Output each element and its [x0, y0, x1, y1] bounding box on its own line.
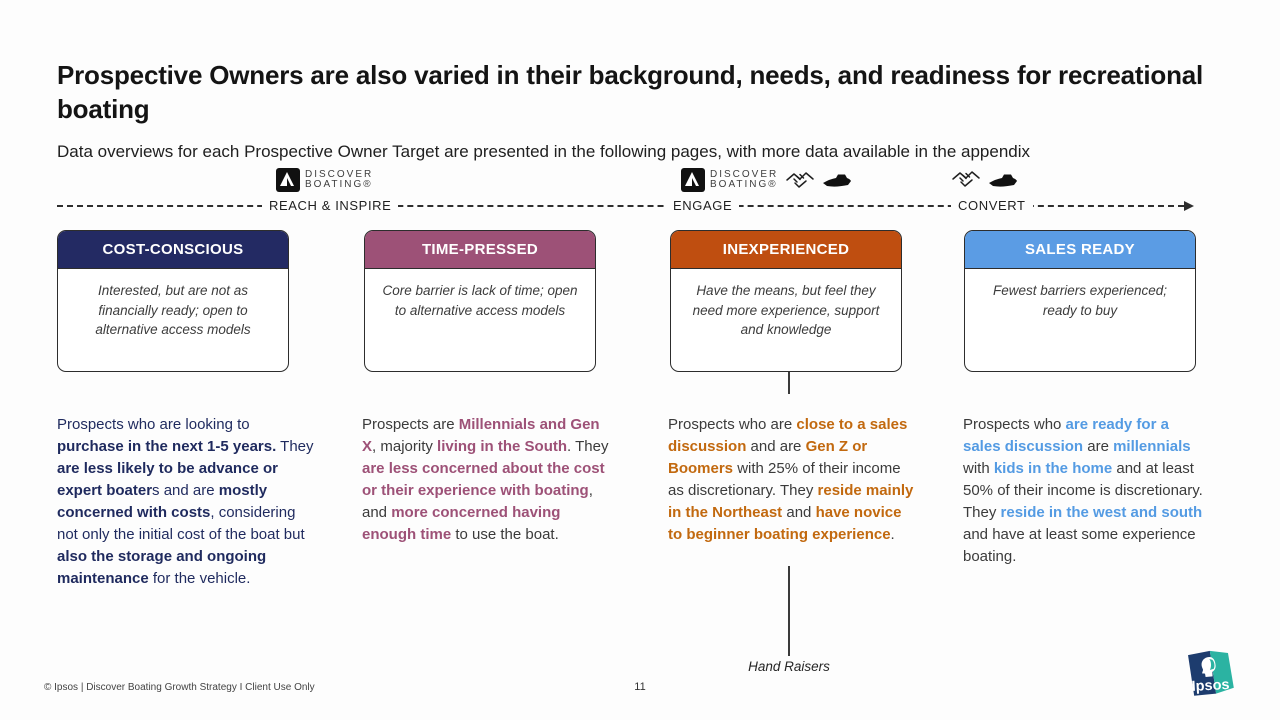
page-subtitle: Data overviews for each Prospective Owne…: [57, 142, 1031, 161]
discover-boating-mark-icon: [276, 168, 300, 192]
discover-boating-mark-icon: [681, 168, 705, 192]
segment-card-sales-ready: SALES READY Fewest barriers experienced;…: [964, 230, 1196, 372]
segment-card-header: SALES READY: [965, 231, 1195, 269]
footer-copyright: © Ipsos | Discover Boating Growth Strate…: [44, 682, 315, 693]
segment-description-cost-conscious: Prospects who are looking to purchase in…: [57, 416, 314, 587]
stage-label-convert: CONVERT: [951, 198, 1033, 213]
segment-card-text: Core barrier is lack of time; open to al…: [382, 283, 578, 318]
stage-label-reach: REACH & INSPIRE: [262, 198, 399, 213]
hand-raisers-label: Hand Raisers: [748, 659, 830, 674]
stage-icons-convert: [951, 168, 1018, 191]
segment-description-inexperienced: Prospects who are close to a sales discu…: [668, 416, 914, 543]
hand-raisers-connector-top: [788, 372, 790, 394]
boat-icon: [989, 174, 1017, 187]
page-title: Prospective Owners are also varied in th…: [57, 60, 1204, 124]
segment-card-header: COST-CONSCIOUS: [58, 231, 288, 269]
segment-card-text: Interested, but are not as financially r…: [95, 283, 251, 338]
page-number: 11: [634, 681, 646, 693]
ipsos-logo: Ipsos: [1181, 648, 1237, 703]
boat-icon: [823, 174, 852, 187]
funnel-dashed-line: [57, 205, 1184, 207]
segment-card-inexperienced: INEXPERIENCED Have the means, but feel t…: [670, 230, 902, 372]
segment-card-header: TIME-PRESSED: [365, 231, 595, 269]
handshake-icon: [952, 171, 980, 187]
discover-boating-logo: DISCOVER BOATING®: [681, 168, 778, 192]
segment-card-cost-conscious: COST-CONSCIOUS Interested, but are not a…: [57, 230, 289, 372]
stage-icons-engage: DISCOVER BOATING®: [681, 168, 852, 192]
segment-card-time-pressed: TIME-PRESSED Core barrier is lack of tim…: [364, 230, 596, 372]
brand-line2: BOATING®: [710, 179, 778, 190]
brand-line2: BOATING®: [305, 179, 373, 190]
segment-card-text: Fewest barriers experienced; ready to bu…: [992, 283, 1168, 318]
funnel-arrowhead-icon: [1184, 201, 1194, 211]
discover-boating-logo: DISCOVER BOATING®: [276, 168, 373, 192]
segment-card-header: INEXPERIENCED: [671, 231, 901, 269]
brand-line1: DISCOVER: [710, 168, 779, 180]
stage-icons-reach: DISCOVER BOATING®: [276, 168, 373, 192]
segment-card-text: Have the means, but feel they need more …: [692, 283, 880, 338]
segment-description-sales-ready: Prospects who are ready for a sales disc…: [963, 416, 1203, 565]
ipsos-logo-text: Ipsos: [1191, 677, 1230, 695]
stage-label-engage: ENGAGE: [666, 198, 740, 213]
brand-line1: DISCOVER: [305, 168, 374, 180]
hand-raisers-connector-bottom: [788, 566, 790, 656]
handshake-icon: [786, 171, 814, 188]
segment-description-time-pressed: Prospects are Millennials and Gen X, maj…: [362, 416, 609, 543]
